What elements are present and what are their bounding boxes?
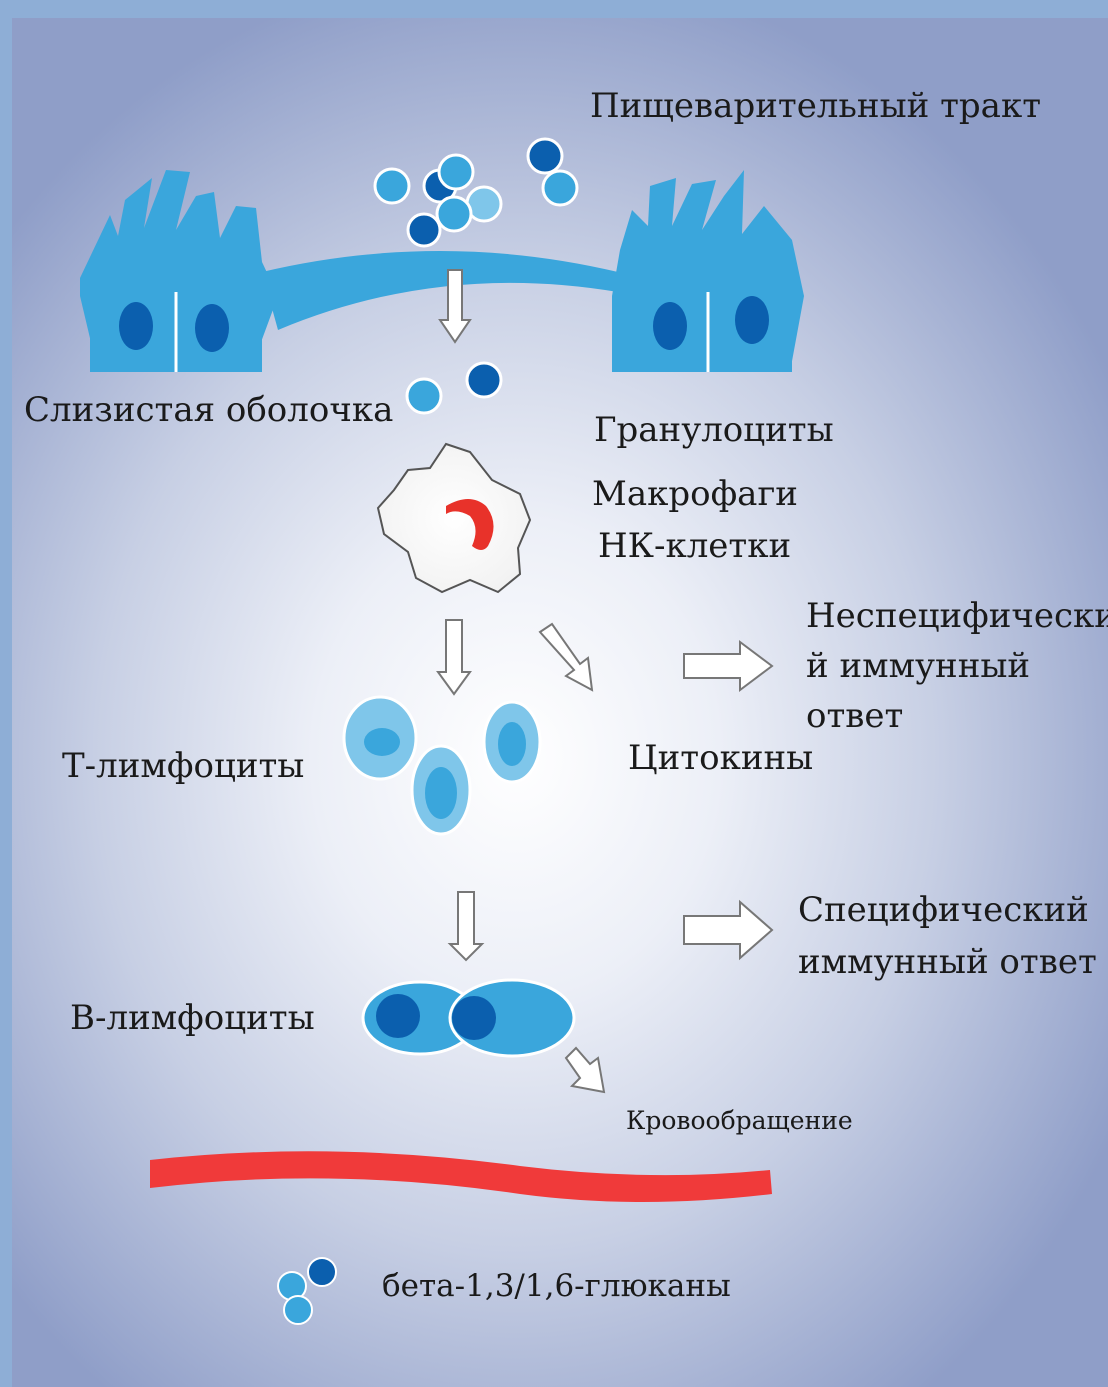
hollow-arrow-icon — [566, 1048, 604, 1092]
label-t-lymphocytes: Т-лимфоциты — [62, 746, 304, 786]
label-nonspecific-line1: Неспецифически — [806, 596, 1108, 636]
glucan-cluster-top — [375, 139, 577, 246]
glucan-particle-icon — [407, 379, 441, 413]
epithelium-left — [80, 170, 278, 372]
hollow-arrow-icon — [438, 620, 470, 694]
macrophage-cell — [378, 444, 530, 592]
label-granulocytes: Гранулоциты — [594, 410, 834, 450]
label-nonspecific-line2: й иммунный — [806, 646, 1030, 686]
label-mucosa: Слизистая оболочка — [24, 390, 393, 430]
nucleus-icon — [195, 304, 229, 352]
hollow-arrow-icon — [684, 902, 772, 958]
nucleus-icon — [653, 302, 687, 350]
label-b-lymphocytes: В-лимфоциты — [70, 998, 315, 1038]
label-digestive-tract: Пищеварительный тракт — [590, 86, 1041, 126]
glucan-legend-icon — [278, 1258, 336, 1324]
blood-vessel — [150, 1151, 772, 1202]
hollow-arrow-icon — [540, 624, 592, 690]
hollow-arrow-icon — [450, 892, 482, 960]
epithelium-right — [612, 170, 804, 372]
nucleus-icon — [119, 302, 153, 350]
b-lymphocytes-cells — [363, 980, 574, 1056]
label-specific-line2: иммунный ответ — [798, 942, 1097, 982]
legend-glucans-label: бета-1,3/1,6-глюканы — [382, 1268, 731, 1304]
t-lymphocytes-cells — [344, 697, 540, 834]
nucleus-icon — [735, 296, 769, 344]
label-macrophages: Макрофаги — [592, 474, 798, 514]
hollow-arrow-icon — [684, 642, 772, 690]
label-nk-cells: НК-клетки — [598, 526, 791, 566]
mucosa-arc — [262, 251, 618, 330]
label-nonspecific-line3: ответ — [806, 696, 903, 736]
label-cytokines: Цитокины — [628, 738, 813, 778]
label-circulation: Кровообращение — [626, 1106, 853, 1135]
label-specific-line1: Специфический — [798, 890, 1089, 930]
glucan-particle-icon — [467, 363, 501, 397]
